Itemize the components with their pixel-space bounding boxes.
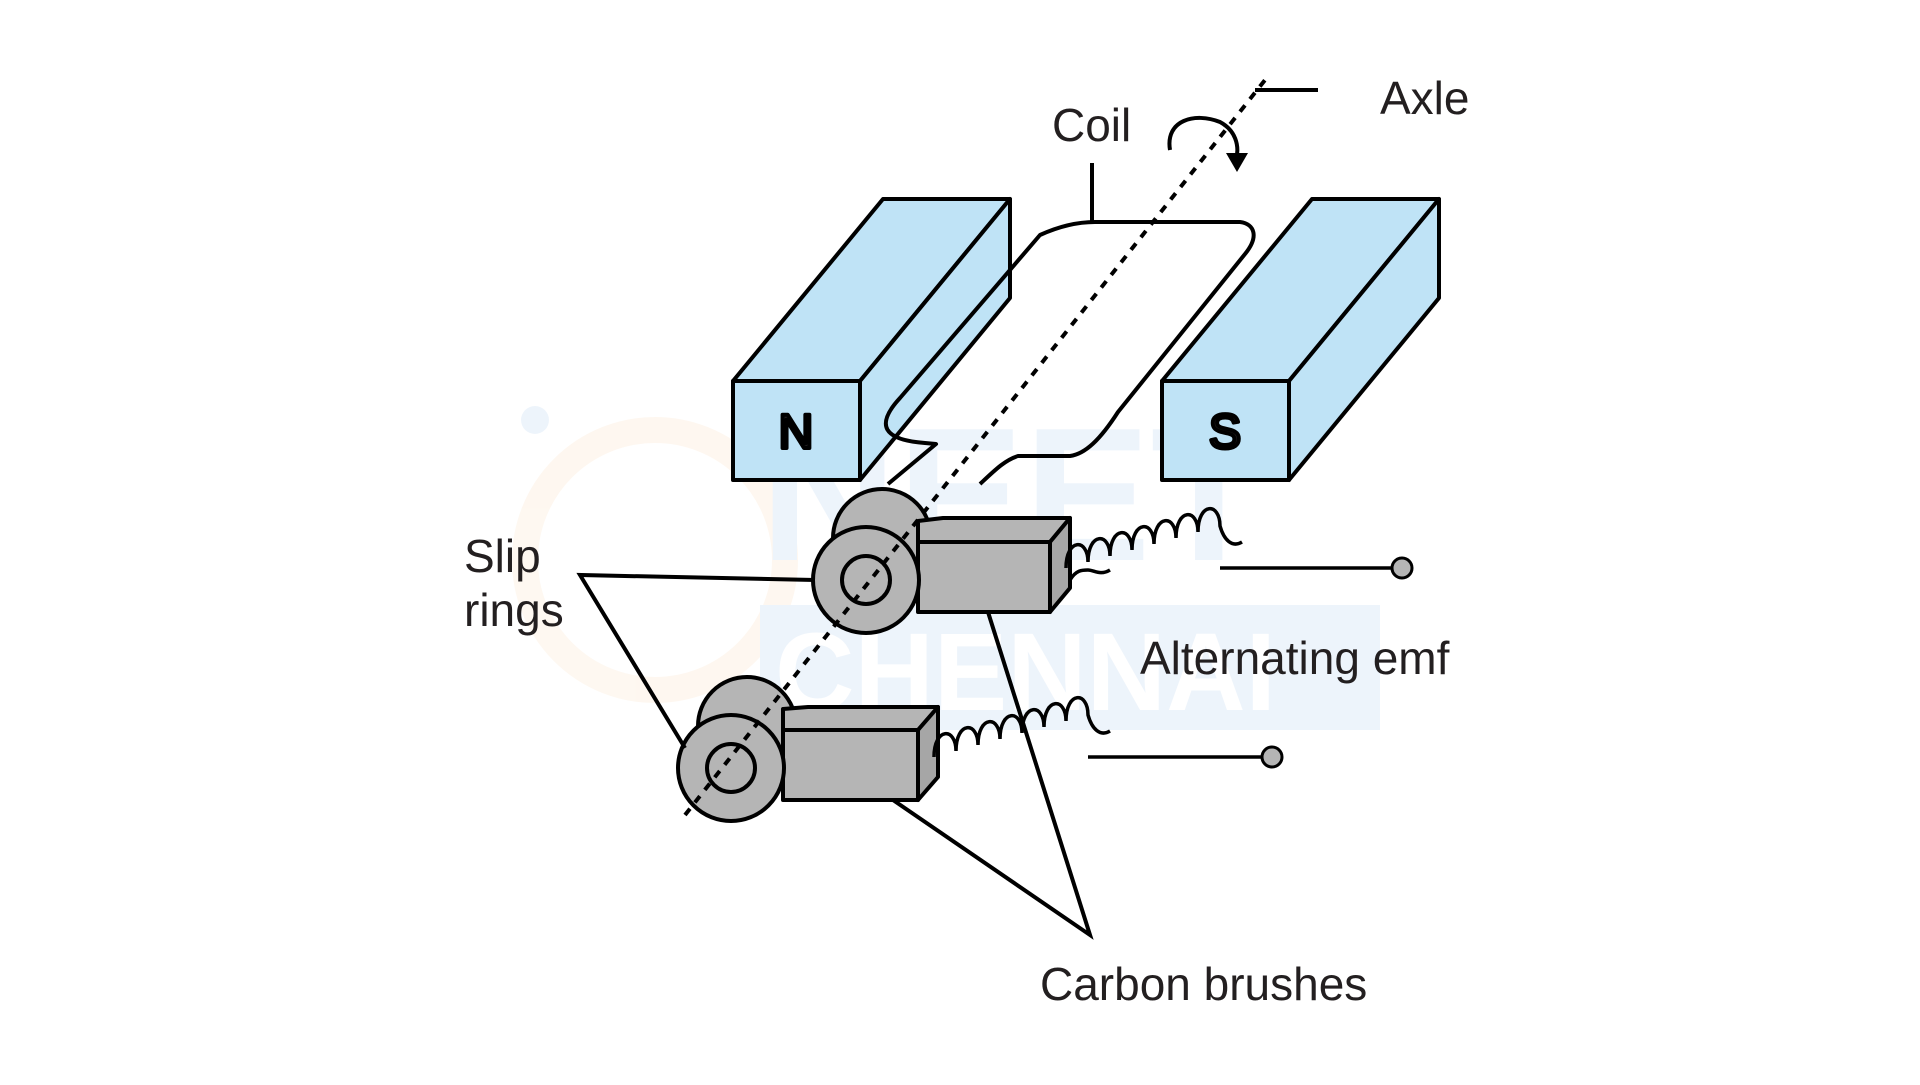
slip-rings-leader <box>576 572 816 750</box>
south-pole-label: S <box>1209 406 1241 459</box>
north-pole-label: N <box>779 406 814 459</box>
south-magnet: S <box>1160 197 1441 482</box>
carbon-brushes-label: Carbon brushes <box>1040 958 1367 1010</box>
alternating-emf-label: Alternating emf <box>1140 632 1450 684</box>
carbon-brush-lower <box>781 705 940 802</box>
carbon-brush-upper <box>916 516 1072 614</box>
slip-ring-lower-front <box>676 713 786 823</box>
rotation-arrow-icon <box>1167 115 1248 172</box>
slip-ring-upper-front <box>811 525 921 635</box>
axle-label: Axle <box>1380 72 1469 124</box>
slip-rings-label-line2: rings <box>464 584 564 636</box>
north-magnet: N <box>731 197 1012 482</box>
spring-upper <box>1064 507 1396 581</box>
terminal-lower <box>1260 745 1284 769</box>
coil-label: Coil <box>1052 99 1131 151</box>
coil <box>883 220 1256 486</box>
spring-lower <box>932 696 1266 759</box>
terminal-upper <box>1390 556 1414 580</box>
slip-rings-label-line1: Slip <box>464 530 541 582</box>
axle <box>683 78 1267 817</box>
carbon-brushes-leader <box>891 611 1094 940</box>
